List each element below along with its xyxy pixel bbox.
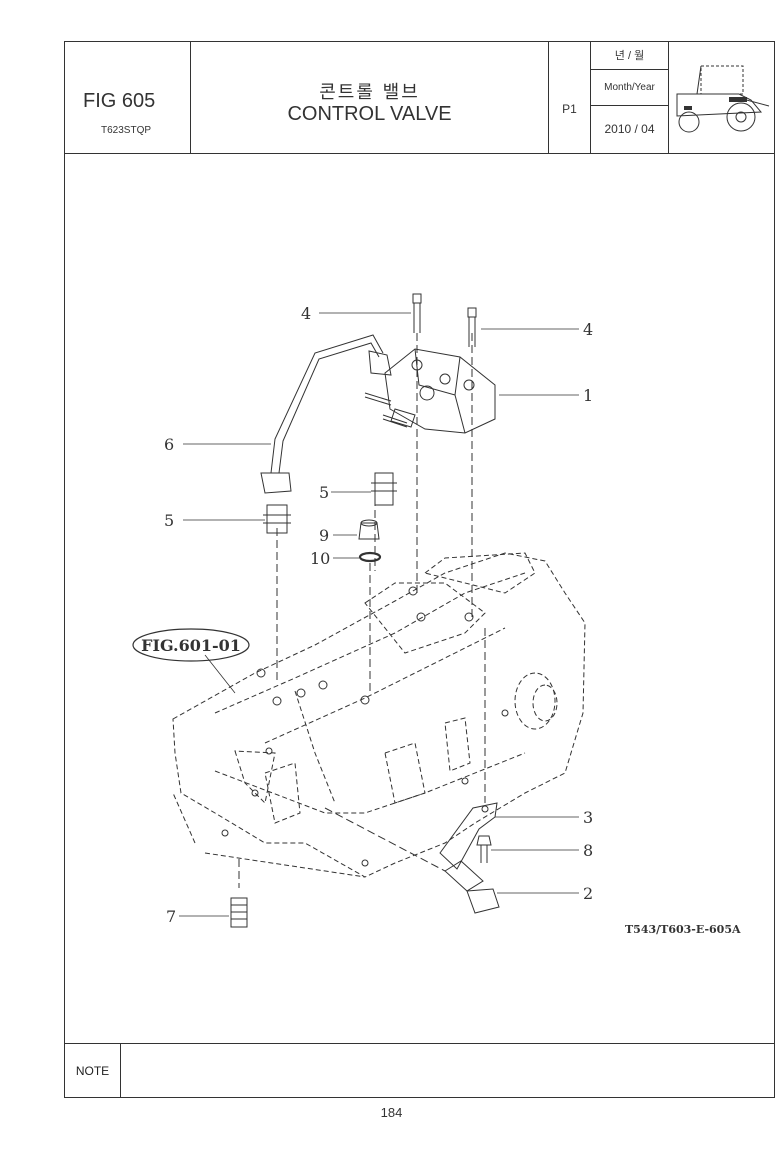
title-cell: 콘트롤 밸브 CONTROL VALVE: [191, 42, 549, 153]
bolt-8: [476, 835, 492, 863]
title-english: CONTROL VALVE: [287, 103, 452, 125]
figure-cell: FIG 605 T623STQP: [65, 42, 191, 153]
callout-6: 6: [164, 435, 174, 454]
callout-5-lower: 5: [164, 511, 174, 530]
note-label: NOTE: [65, 1044, 121, 1098]
switch-2: [444, 860, 500, 914]
o-ring-10: [358, 551, 382, 563]
callout-9: 9: [319, 526, 329, 545]
callout-4-right: 4: [583, 320, 593, 339]
model-code: T623STQP: [101, 125, 152, 136]
callout-4-left: 4: [301, 304, 311, 323]
page-number: 184: [380, 1105, 403, 1120]
assembly-guide-lines: [238, 333, 486, 888]
page-cell: P1: [549, 42, 591, 153]
callout-10: 10: [310, 549, 330, 568]
callout-3: 3: [583, 808, 593, 827]
transmission-housing: [172, 552, 586, 878]
drawing-code: T543/T603-E-605A: [625, 923, 741, 936]
callout-7: 7: [166, 907, 176, 926]
fittings-5: [263, 472, 397, 534]
pipe-6: [260, 334, 392, 494]
callout-1: 1: [583, 386, 593, 405]
page-label: P1: [562, 102, 577, 116]
callout-5-upper: 5: [319, 483, 329, 502]
note-area: NOTE: [65, 1043, 774, 1098]
housing-holes: [221, 586, 509, 867]
header-block: FIG 605 T623STQP 콘트롤 밸브 CONTROL VALVE P1…: [65, 42, 774, 154]
callout-2: 2: [583, 884, 593, 903]
date-value: 2010 / 04: [604, 122, 655, 136]
exploded-diagram: 4 4 1 6 5 5 9 10 3 8 2 7 FIG.601-01 T543…: [65, 153, 774, 1043]
date-label-korean: 년 / 월: [591, 42, 668, 70]
title-korean: 콘트롤 밸브: [319, 82, 420, 103]
tractor-icon: [676, 65, 770, 133]
plug-7: [230, 897, 248, 928]
date-label-english: Month/Year: [591, 70, 668, 106]
reference-label: FIG.601-01: [141, 636, 241, 655]
figure-number: FIG 605: [83, 90, 156, 112]
callout-8: 8: [583, 841, 593, 860]
bolts-4: [412, 293, 477, 347]
parts-sheet: FIG 605 T623STQP 콘트롤 밸브 CONTROL VALVE P1…: [64, 41, 775, 1098]
control-valve-body: [364, 348, 496, 434]
date-cell: 년 / 월 Month/Year 2010 / 04: [591, 42, 669, 153]
tractor-thumbnail: [669, 42, 774, 153]
reference-oval: [132, 628, 250, 662]
plug-9: [358, 519, 380, 540]
callout-leaders: [179, 312, 579, 917]
